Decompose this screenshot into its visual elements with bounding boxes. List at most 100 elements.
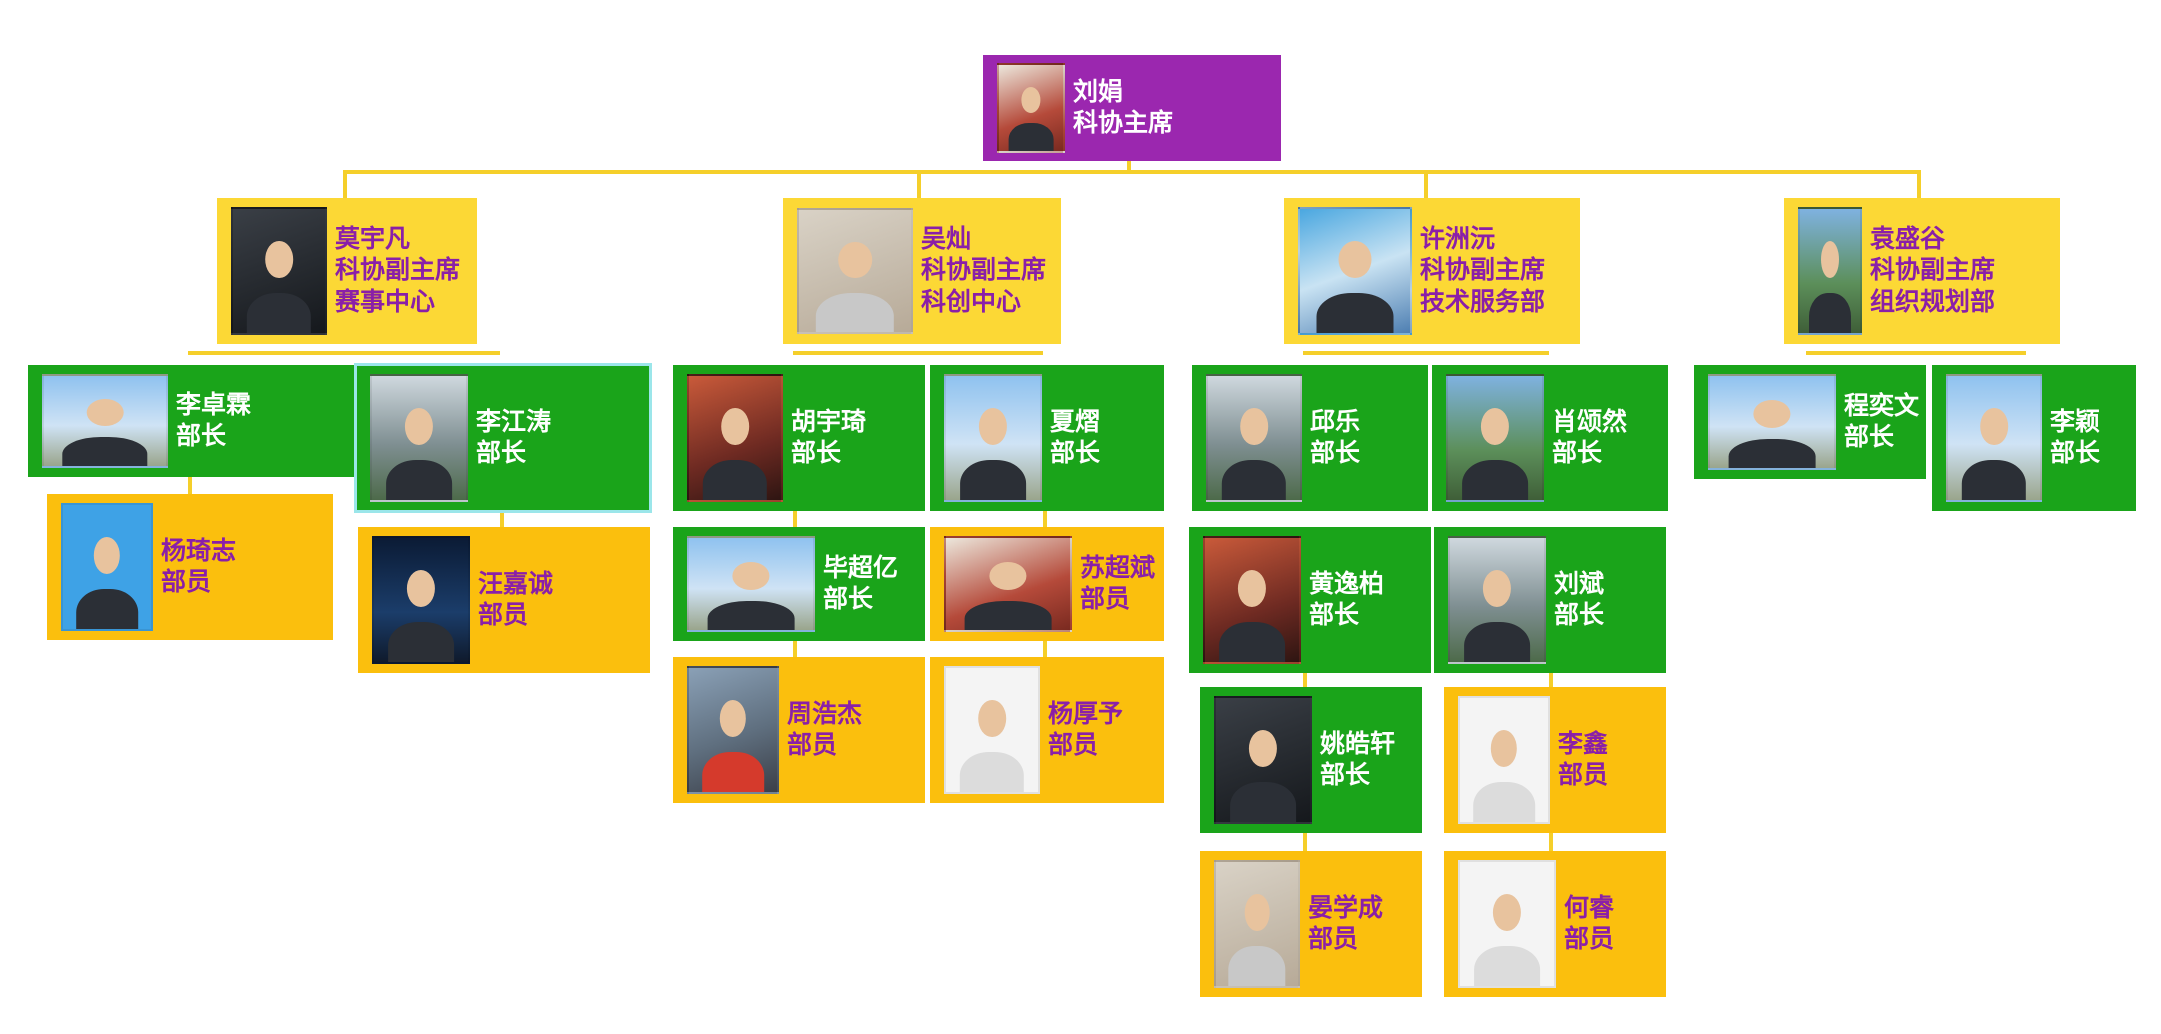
node-role: 科协副主席 xyxy=(1870,256,1996,285)
node-name: 杨厚予 xyxy=(1048,699,1124,728)
connector xyxy=(917,170,921,198)
member-node[interactable]: 杨厚予 部员 xyxy=(930,657,1164,803)
node-label: 杨厚予 部员 xyxy=(1048,699,1123,762)
node-name: 李江涛 xyxy=(476,407,552,436)
person-photo-icon xyxy=(1203,536,1301,664)
member-node[interactable]: 苏超斌 部员 xyxy=(930,527,1164,641)
node-label: 程奕文 部长 xyxy=(1844,391,1919,454)
node-role: 部长 xyxy=(2050,439,2101,467)
node-label: 吴灿 科协副主席 科创中心 xyxy=(921,224,1046,318)
node-name: 夏熠 xyxy=(1050,407,1101,436)
node-name: 莫宇凡 xyxy=(335,225,411,254)
node-role: 部员 xyxy=(1558,761,1609,789)
person-photo-icon xyxy=(687,666,779,794)
dept-head-node[interactable]: 李颖 部长 xyxy=(1932,365,2136,511)
connector xyxy=(1043,505,1047,527)
node-label: 李鑫 部员 xyxy=(1558,729,1608,792)
node-label: 莫宇凡 科协副主席 赛事中心 xyxy=(335,224,460,318)
node-role: 部员 xyxy=(1308,925,1359,953)
person-photo-icon xyxy=(61,503,153,631)
person-photo-icon xyxy=(1946,374,2042,502)
dept-head-node[interactable]: 李江涛 部长 xyxy=(354,363,652,513)
member-node[interactable]: 汪嘉诚 部员 xyxy=(358,527,650,673)
connector xyxy=(188,470,192,494)
node-name: 汪嘉诚 xyxy=(478,569,554,598)
vice-chair-node[interactable]: 莫宇凡 科协副主席 赛事中心 xyxy=(217,198,477,344)
vice-chair-node[interactable]: 许洲沅 科协副主席 技术服务部 xyxy=(1284,198,1580,344)
dept-head-node[interactable]: 黄逸柏 部长 xyxy=(1189,527,1431,673)
person-photo-icon xyxy=(1458,696,1550,824)
member-node[interactable]: 何睿 部员 xyxy=(1444,851,1666,997)
dept-head-node[interactable]: 夏熠 部长 xyxy=(930,365,1164,511)
node-name: 李卓霖 xyxy=(176,390,252,419)
member-node[interactable]: 晏学成 部员 xyxy=(1200,851,1422,997)
node-role: 部长 xyxy=(476,439,527,467)
vice-chair-node[interactable]: 吴灿 科协副主席 科创中心 xyxy=(783,198,1061,344)
node-dept: 科创中心 xyxy=(921,287,1022,316)
person-photo-icon xyxy=(944,536,1072,632)
member-node[interactable]: 周浩杰 部员 xyxy=(673,657,925,803)
connector xyxy=(1303,351,1549,355)
dept-head-node[interactable]: 肖颂然 部长 xyxy=(1432,365,1668,511)
connector xyxy=(1806,351,2026,355)
dept-head-node[interactable]: 程奕文 部长 xyxy=(1694,365,1926,479)
person-photo-icon xyxy=(231,207,327,335)
node-role: 部长 xyxy=(1554,601,1605,629)
node-label: 杨琦志 部员 xyxy=(161,536,236,599)
connector xyxy=(1549,665,1553,687)
person-photo-icon xyxy=(370,374,468,502)
node-role: 部员 xyxy=(1048,731,1099,759)
node-name: 胡宇琦 xyxy=(791,407,867,436)
node-name: 吴灿 xyxy=(921,225,972,254)
connector xyxy=(1043,635,1047,657)
connector xyxy=(1424,170,1428,198)
dept-head-node[interactable]: 姚皓轩 部长 xyxy=(1200,687,1422,833)
node-name: 杨琦志 xyxy=(161,536,237,565)
node-role: 部员 xyxy=(478,601,529,629)
node-role: 部长 xyxy=(1309,601,1360,629)
node-name: 许洲沅 xyxy=(1420,225,1496,254)
node-name: 苏超斌 xyxy=(1080,553,1156,582)
node-dept: 组织规划部 xyxy=(1870,287,1996,316)
vice-chair-node[interactable]: 袁盛谷 科协副主席 组织规划部 xyxy=(1784,198,2060,344)
person-photo-icon xyxy=(944,666,1040,794)
node-name: 李颖 xyxy=(2050,407,2101,436)
person-photo-icon xyxy=(687,536,815,632)
node-role: 部长 xyxy=(176,422,227,450)
connector xyxy=(1303,830,1307,852)
connector xyxy=(793,505,797,527)
person-photo-icon xyxy=(1458,860,1556,988)
person-photo-icon xyxy=(1798,207,1862,335)
member-node[interactable]: 李鑫 部员 xyxy=(1444,687,1666,833)
person-photo-icon xyxy=(1214,696,1312,824)
node-label: 黄逸柏 部长 xyxy=(1309,569,1384,632)
dept-head-node[interactable]: 李卓霖 部长 xyxy=(28,365,354,477)
node-label: 苏超斌 部员 xyxy=(1080,553,1155,616)
chair-node[interactable]: 刘娟 科协主席 xyxy=(983,55,1281,161)
node-label: 汪嘉诚 部员 xyxy=(478,569,553,632)
node-name: 黄逸柏 xyxy=(1309,569,1385,598)
node-label: 晏学成 部员 xyxy=(1308,893,1383,956)
node-role: 部长 xyxy=(1050,439,1101,467)
connector xyxy=(1303,665,1307,687)
node-label: 毕超亿 部长 xyxy=(823,553,898,616)
member-node[interactable]: 杨琦志 部员 xyxy=(47,494,333,640)
connector xyxy=(793,351,1043,355)
dept-head-node[interactable]: 刘斌 部长 xyxy=(1434,527,1666,673)
node-role: 科协副主席 xyxy=(921,256,1047,285)
node-label: 周浩杰 部员 xyxy=(787,699,862,762)
node-name: 袁盛谷 xyxy=(1870,225,1946,254)
node-dept: 技术服务部 xyxy=(1420,287,1546,316)
person-photo-icon xyxy=(1214,860,1300,988)
dept-head-node[interactable]: 胡宇琦 部长 xyxy=(673,365,925,511)
dept-head-node[interactable]: 毕超亿 部长 xyxy=(673,527,925,641)
node-name: 李鑫 xyxy=(1558,729,1609,758)
person-photo-icon xyxy=(944,374,1042,502)
connector xyxy=(343,170,347,198)
node-role: 科协副主席 xyxy=(335,256,461,285)
person-photo-icon xyxy=(1206,374,1302,502)
node-role: 部长 xyxy=(1320,761,1371,789)
node-name: 周浩杰 xyxy=(787,699,863,728)
dept-head-node[interactable]: 邱乐 部长 xyxy=(1192,365,1428,511)
